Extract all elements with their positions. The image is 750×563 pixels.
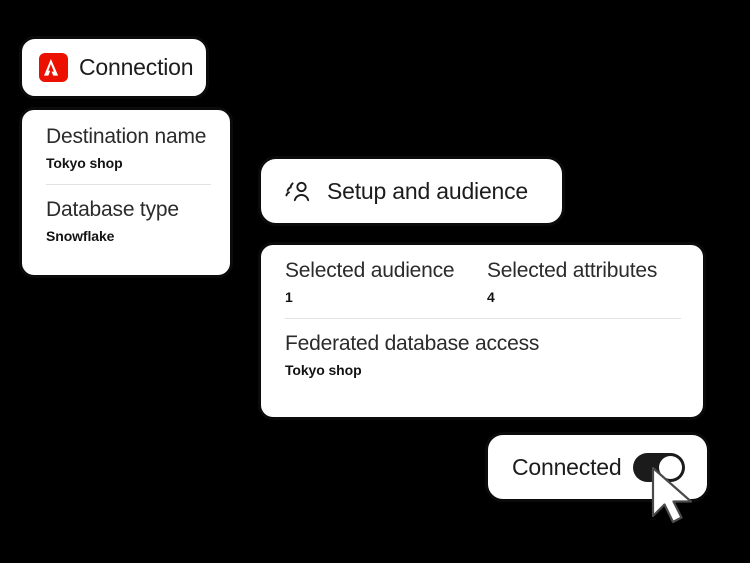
audience-group-icon (283, 176, 313, 206)
metric-value: 4 (487, 289, 495, 306)
setup-audience-header-card[interactable]: Setup and audience (258, 156, 565, 226)
toggle-knob (659, 455, 682, 479)
field-database-type: Database type Snowflake (46, 198, 211, 244)
adobe-logo-icon (39, 53, 68, 82)
connected-label: Connected (512, 453, 622, 480)
field-label: Federated database access (285, 332, 540, 356)
field-destination-name: Destination name Tokyo shop (46, 125, 211, 171)
field-value: Snowflake (46, 228, 115, 245)
field-value: Tokyo shop (46, 155, 123, 172)
metric-selected-attributes: Selected attributes 4 (487, 259, 657, 305)
field-label: Destination name (46, 125, 207, 148)
connection-details-card: Destination name Tokyo shop Database typ… (19, 107, 233, 278)
connection-label: Connection (79, 54, 194, 80)
metric-selected-audience: Selected audience 1 (285, 259, 487, 305)
details-divider (46, 184, 211, 186)
setup-divider (285, 318, 681, 320)
connected-status-card[interactable]: Connected (485, 432, 710, 502)
field-value: Tokyo shop (285, 362, 362, 379)
connected-toggle[interactable] (633, 452, 685, 482)
setup-audience-label: Setup and audience (327, 177, 529, 204)
connection-header-card[interactable]: Connection (19, 36, 209, 99)
field-federated-database-access: Federated database access Tokyo shop (285, 332, 681, 378)
setup-details-card: Selected audience 1 Selected attributes … (258, 242, 706, 420)
setup-metrics-row: Selected audience 1 Selected attributes … (285, 259, 681, 305)
metric-label: Selected audience (285, 259, 455, 282)
field-label: Database type (46, 198, 179, 222)
metric-label: Selected attributes (487, 259, 658, 282)
metric-value: 1 (285, 289, 293, 306)
